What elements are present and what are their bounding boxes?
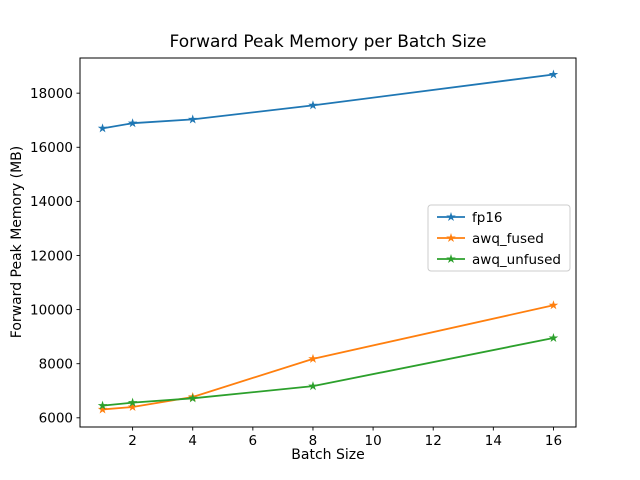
- x-tick-label: 4: [188, 433, 197, 449]
- y-tick-label: 6000: [39, 411, 73, 427]
- series-marker-awq_fused: [308, 353, 318, 363]
- series-marker-fp16: [548, 69, 559, 79]
- x-tick-label: 6: [249, 433, 258, 449]
- legend-marker-awq_fused: [446, 233, 456, 243]
- series-marker-awq_fused: [548, 300, 559, 310]
- series-marker-fp16: [187, 114, 198, 124]
- series-marker-awq_unfused: [548, 333, 559, 343]
- y-tick-label: 16000: [30, 140, 73, 156]
- series-marker-fp16: [97, 123, 108, 133]
- legend-marker-awq_unfused: [446, 254, 456, 264]
- y-tick-label: 12000: [30, 248, 73, 264]
- legend-box: [427, 204, 571, 272]
- plot-area: 2 4 6 8 10 12 14 16 6000 8000 10000 12000 14000 16000…: [30, 57, 577, 449]
- series-marker-awq_unfused: [97, 400, 108, 410]
- x-tick-label: 16: [545, 433, 562, 449]
- series-marker-awq_unfused: [187, 393, 198, 403]
- legend: fp16 awq_fused awq_unfused: [427, 204, 571, 272]
- y-tick-label: 14000: [30, 194, 73, 210]
- x-tick-label: 8: [309, 433, 318, 449]
- x-tick-label: 10: [364, 433, 381, 449]
- x-tick-label: 2: [128, 433, 137, 449]
- y-axis-label: Forward Peak Memory (MB): [9, 146, 25, 338]
- series-marker-fp16: [127, 118, 138, 128]
- legend-label-awq_fused: awq_fused: [472, 231, 544, 247]
- y-tick-label: 8000: [39, 356, 73, 372]
- x-tick-label: 12: [425, 433, 442, 449]
- x-axis-label: Batch Size: [291, 447, 364, 463]
- series-marker-awq_unfused: [308, 381, 318, 391]
- legend-label-awq_unfused: awq_unfused: [472, 252, 561, 268]
- legend-label-fp16: fp16: [472, 210, 503, 226]
- series-marker-awq_fused: [97, 404, 108, 414]
- series-marker-fp16: [308, 100, 318, 110]
- y-tick-label: 10000: [30, 302, 73, 318]
- series-marker-awq_unfused: [127, 397, 138, 407]
- chart-title: Forward Peak Memory per Batch Size: [170, 32, 487, 52]
- legend-marker-fp16: [446, 212, 456, 222]
- x-tick-label: 14: [485, 433, 502, 449]
- axes-spines: [79, 57, 577, 428]
- series-marker-awq_fused: [127, 401, 138, 412]
- y-tick-label: 18000: [30, 86, 73, 102]
